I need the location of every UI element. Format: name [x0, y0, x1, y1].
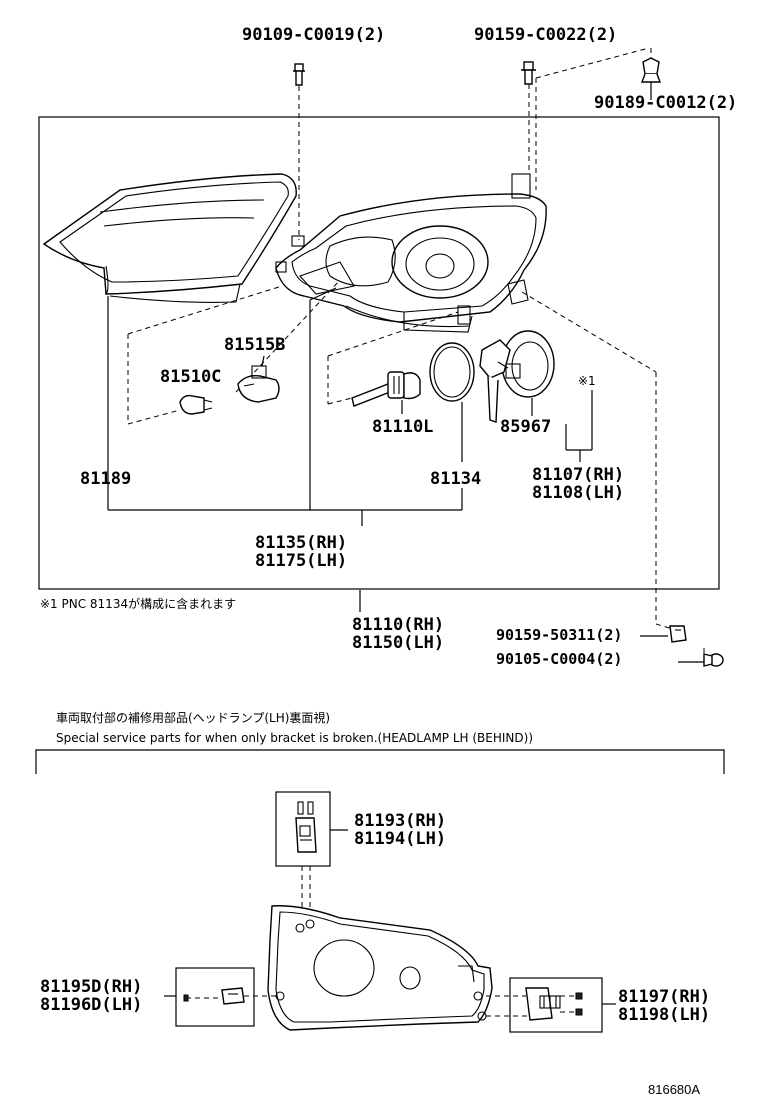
label-81515b: 81515B	[224, 335, 285, 355]
label-81175: 81175(LH)	[255, 551, 347, 571]
label-81194: 81194(LH)	[354, 829, 446, 849]
bracket-box-81197	[509, 977, 603, 1033]
note-mark: ※1	[578, 374, 596, 388]
label-90109-c0019: 90109-C0019(2)	[242, 25, 385, 45]
bolt-90105-icon	[703, 648, 724, 667]
label-81134: 81134	[430, 469, 481, 489]
label-90159-c0022: 90159-C0022(2)	[474, 25, 617, 45]
hid-bulb-icon	[351, 371, 421, 407]
bracket-title-jp: 車両取付部の補修用部品(ヘッドランプ(LH)裏面視)	[56, 710, 330, 725]
top-bracket-icon	[295, 801, 317, 853]
clip-90189-icon	[640, 48, 662, 100]
ballast-cover-icon	[479, 330, 555, 423]
side-bracket-left-icon	[183, 987, 276, 1005]
label-81193: 81193(RH)	[354, 811, 446, 831]
side-bracket-right-icon	[486, 987, 583, 1021]
housing-back-view-icon	[267, 905, 493, 1031]
label-85967: 85967	[500, 417, 551, 437]
dashed-region-81510c	[127, 279, 341, 425]
bracket-title-en: Special service parts for when only brac…	[56, 731, 533, 745]
label-81108: 81108(LH)	[532, 483, 624, 503]
label-81510c: 81510C	[160, 367, 221, 387]
label-81150: 81150(LH)	[352, 633, 444, 653]
label-90159-50311: 90159-50311(2)	[496, 626, 622, 644]
label-81198: 81198(LH)	[618, 1005, 710, 1025]
figure-ref: 816680A	[648, 1082, 700, 1097]
bracket-section-frame	[35, 749, 725, 774]
screw-90109-icon	[293, 63, 305, 240]
label-81196d: 81196D(LH)	[40, 995, 142, 1015]
footnote: ※1 PNC 81134が構成に含まれます	[40, 596, 236, 611]
bulb-socket-icon	[237, 365, 280, 403]
label-81195d: 81195D(RH)	[40, 977, 142, 997]
dashed-region-81110l	[327, 311, 459, 405]
clip-nut-icon	[669, 625, 687, 643]
screw-90159-icon	[521, 47, 650, 172]
gasket-ring-icon	[429, 342, 475, 402]
label-81110: 81110(RH)	[352, 615, 444, 635]
bracket-box-81195d	[175, 967, 255, 1027]
label-81110l: 81110L	[372, 417, 433, 437]
wedge-bulb-icon	[179, 394, 213, 415]
bracket-box-81193	[275, 791, 331, 867]
headlamp-lens-icon	[42, 173, 297, 303]
assembly-frame	[38, 116, 720, 590]
headlamp-housing-icon	[275, 173, 547, 333]
label-81197: 81197(RH)	[618, 987, 710, 1007]
label-81107: 81107(RH)	[532, 465, 624, 485]
label-90189-c0012: 90189-C0012(2)	[594, 93, 737, 113]
label-81189: 81189	[80, 469, 131, 489]
label-81135: 81135(RH)	[255, 533, 347, 553]
label-90105-c0004: 90105-C0004(2)	[496, 650, 622, 668]
